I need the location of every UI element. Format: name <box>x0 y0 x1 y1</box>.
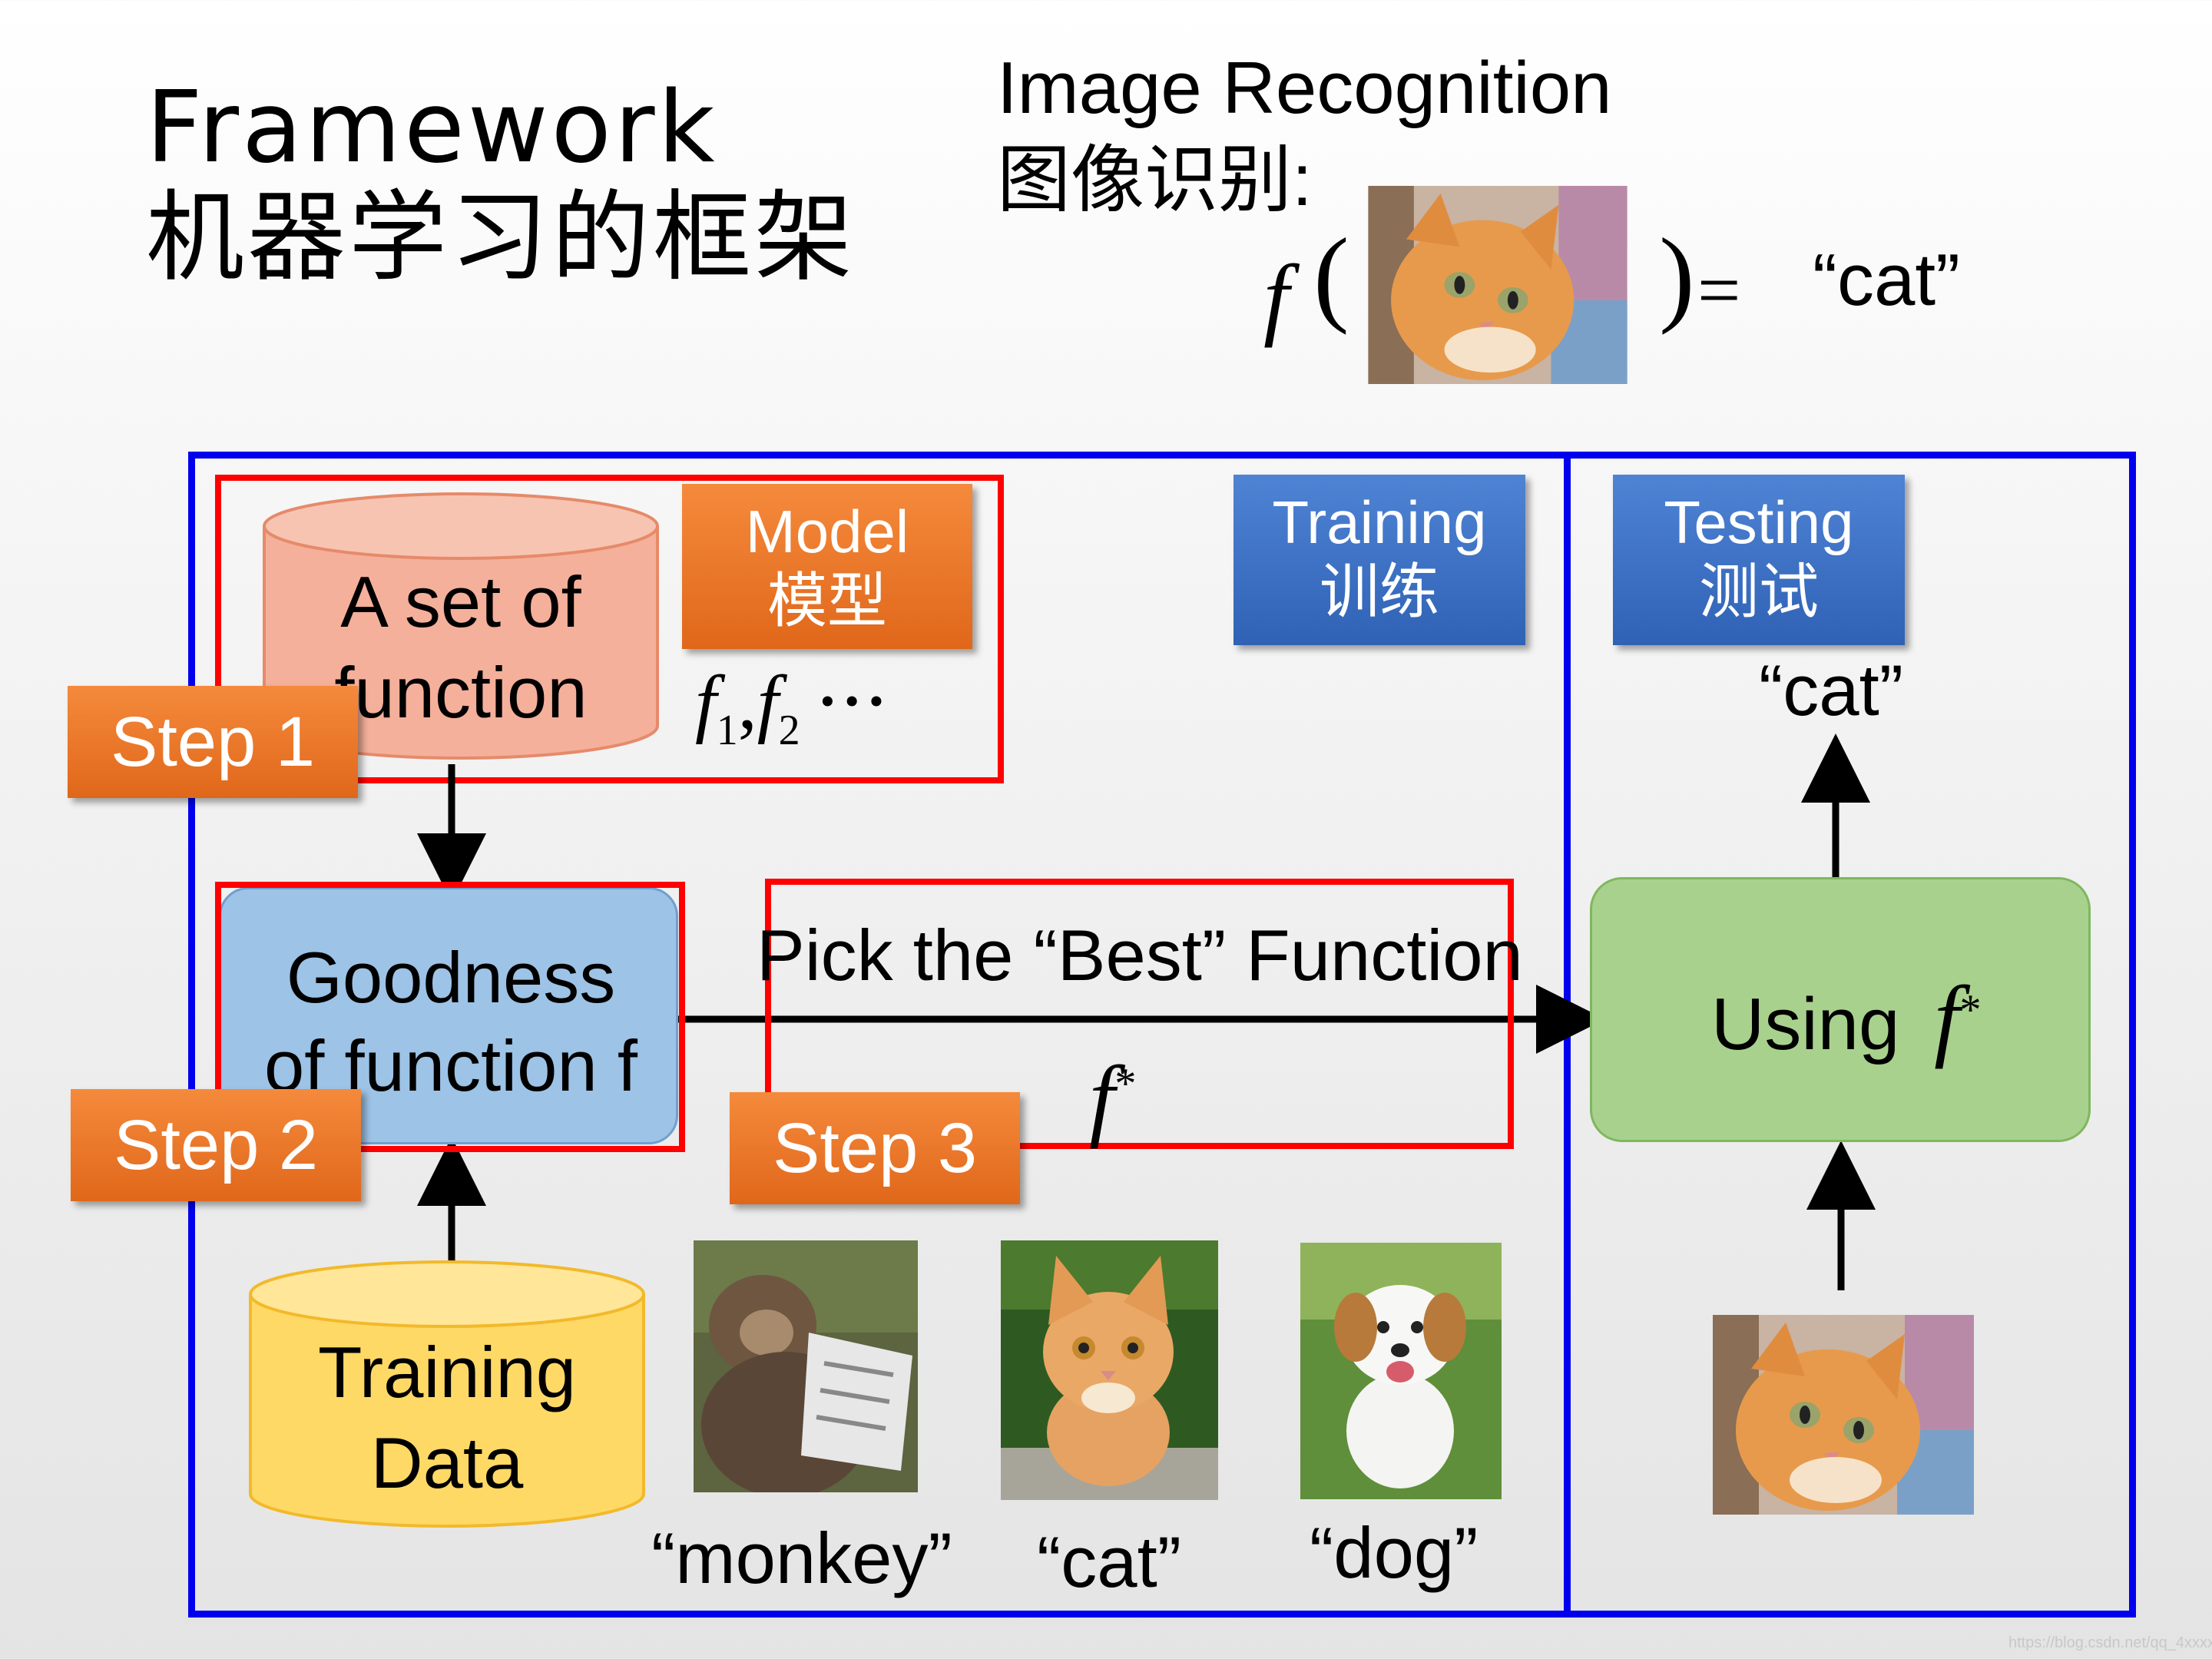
training-tag-label: Training <box>1272 488 1487 556</box>
image-recognition-heading: Image Recognition 图像识别: <box>997 42 1611 227</box>
example-label-cat: “cat” <box>1037 1522 1181 1602</box>
model-label-zh: 模型 <box>767 566 887 634</box>
function-f2: f <box>757 660 779 745</box>
step3-frame <box>765 879 1514 1149</box>
puppy-photo <box>1300 1243 1502 1499</box>
f-star: f* <box>1089 1045 1136 1151</box>
equation-function-symbol: f <box>1263 246 1290 348</box>
using-box: Using f* <box>1590 877 2091 1142</box>
training-data-line1: Training <box>317 1332 577 1412</box>
step1-frame <box>215 475 1004 783</box>
image-recognition-label-zh: 图像识别: <box>997 139 1313 221</box>
model-label: Model <box>745 498 909 565</box>
monkey-photo <box>694 1240 918 1492</box>
step2-tag: Step 2 <box>71 1089 361 1201</box>
goodness-box: Goodness of function f <box>219 887 678 1144</box>
function-set-cylinder: A set of function <box>261 492 661 760</box>
page-title: Framework 机器学习的框架 <box>146 73 856 293</box>
step2-frame <box>215 882 685 1152</box>
f-star-asterisk: * <box>1114 1060 1137 1108</box>
function-comma: , <box>737 660 757 745</box>
model-tag: Model 模型 <box>682 484 972 649</box>
image-recognition-label: Image Recognition <box>997 47 1612 129</box>
function-f2-subscript: 2 <box>778 707 800 754</box>
function-list: f1,f2··· <box>695 657 889 755</box>
training-data-cylinder: Training Data <box>247 1260 647 1528</box>
testing-tag-label: Testing <box>1664 488 1854 556</box>
using-f-symbol: f <box>1934 967 1960 1069</box>
pick-best-function-label: Pick the “Best” Function <box>757 915 1523 995</box>
function-set-line2: function <box>334 651 588 733</box>
function-ellipsis: ··· <box>815 657 889 747</box>
example-label-dog: “dog” <box>1310 1512 1479 1593</box>
step3-tag: Step 3 <box>730 1092 1020 1204</box>
watermark: https://blog.csdn.net/qq_4xxxx <box>2008 1634 2212 1651</box>
training-tag: Training 训练 <box>1233 475 1525 645</box>
step1-tag: Step 1 <box>68 686 358 798</box>
function-f1-subscript: 1 <box>716 707 738 754</box>
equation-left-paren: ( <box>1313 217 1349 336</box>
using-label: Using <box>1711 983 1900 1065</box>
training-data-line2: Data <box>370 1422 524 1503</box>
equation-equals: = <box>1697 247 1741 333</box>
testing-output-label: “cat” <box>1759 650 1903 730</box>
title-chinese: 机器学习的框架 <box>146 180 856 296</box>
function-f1: f <box>695 660 717 745</box>
equation-right-paren: ) <box>1659 217 1695 336</box>
f-star-symbol: f <box>1089 1047 1115 1149</box>
test-cat-photo <box>1711 1315 1975 1515</box>
equation-output: “cat” <box>1813 239 1960 321</box>
goodness-line1: Goodness <box>286 937 616 1018</box>
example-label-monkey: “monkey” <box>651 1518 952 1598</box>
kitten-photo <box>1001 1240 1218 1500</box>
function-set-line1: A set of <box>340 561 581 642</box>
using-f-asterisk: * <box>1959 986 1982 1034</box>
testing-tag: Testing 测试 <box>1613 475 1905 645</box>
title-english: Framework <box>146 71 718 185</box>
testing-tag-label-zh: 测试 <box>1698 557 1819 625</box>
training-tag-label-zh: 训练 <box>1319 557 1439 625</box>
